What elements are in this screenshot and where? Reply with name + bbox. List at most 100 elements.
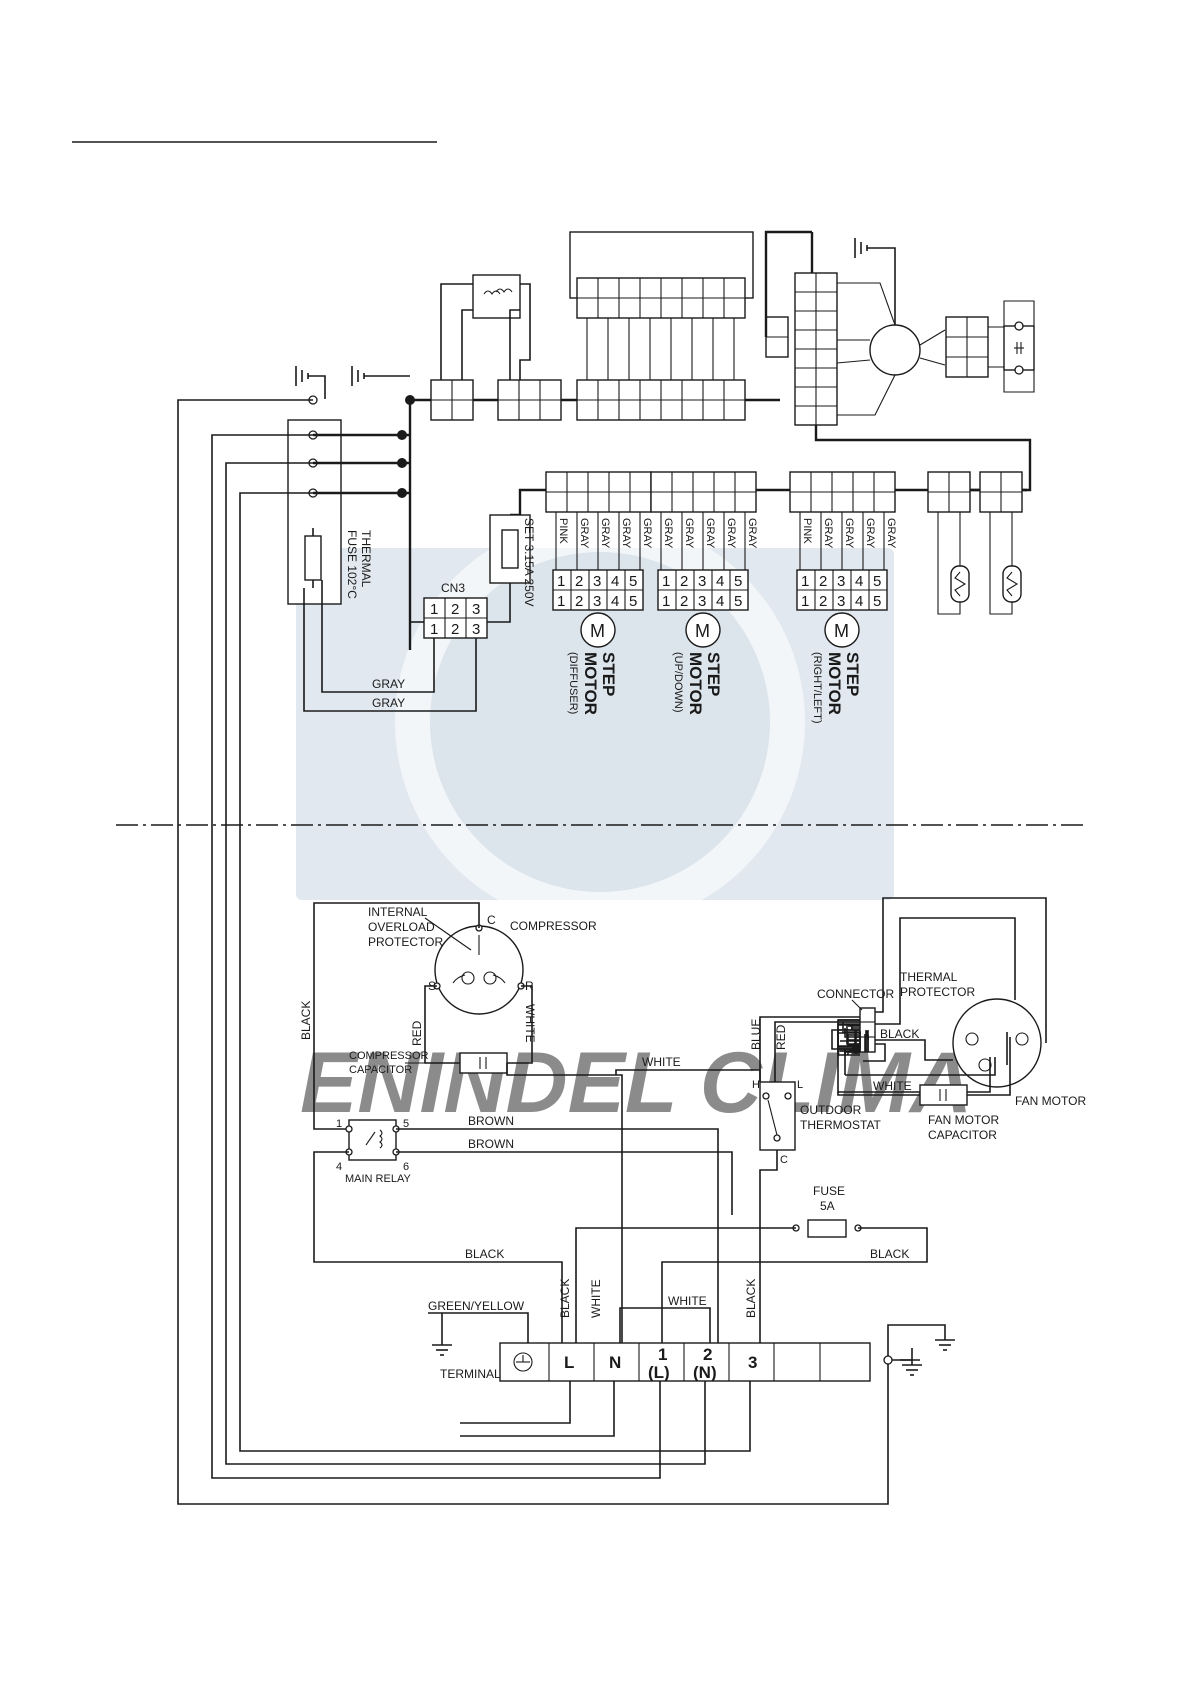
svg-text:3: 3 bbox=[748, 1353, 757, 1372]
gray-wire-label: GRAY bbox=[372, 677, 405, 691]
svg-text:5: 5 bbox=[873, 593, 881, 610]
svg-text:WHITE: WHITE bbox=[589, 1279, 603, 1318]
svg-text:(DIFFUSER): (DIFFUSER) bbox=[567, 652, 579, 714]
fan-motor-label: FAN MOTOR bbox=[1015, 1094, 1086, 1108]
svg-text:GRAY: GRAY bbox=[864, 518, 876, 549]
svg-text:1: 1 bbox=[658, 1345, 667, 1364]
ground-icon bbox=[351, 366, 410, 386]
step-motor-rightleft-connector: PINK GRAY GRAY GRAY GRAY 1 2 3 4 5 1 2 3… bbox=[789, 471, 897, 611]
svg-text:PINK: PINK bbox=[801, 518, 813, 544]
svg-text:CAPACITOR: CAPACITOR bbox=[349, 1064, 412, 1076]
connector-block bbox=[576, 379, 746, 421]
connector-block bbox=[430, 379, 474, 421]
svg-text:GRAY: GRAY bbox=[599, 518, 611, 549]
svg-text:2: 2 bbox=[451, 621, 459, 638]
svg-text:MOTOR: MOTOR bbox=[581, 652, 600, 715]
svg-text:2: 2 bbox=[819, 593, 827, 610]
svg-text:BLACK: BLACK bbox=[465, 1247, 504, 1261]
svg-text:GRAY: GRAY bbox=[746, 518, 758, 549]
outdoor-thermostat-label: OUTDOOR bbox=[800, 1103, 862, 1117]
step-motor-diffuser-connector: PINK GRAY GRAY GRAY GRAY 1 2 3 4 5 1 2 3… bbox=[545, 471, 653, 611]
svg-text:OVERLOAD: OVERLOAD bbox=[368, 920, 435, 934]
svg-text:1: 1 bbox=[430, 601, 438, 618]
thermal-fuse-label: THERMAL bbox=[359, 530, 373, 588]
terminal-label: TERMINAL bbox=[440, 1367, 501, 1381]
svg-text:GRAY: GRAY bbox=[843, 518, 855, 549]
transformer bbox=[472, 274, 521, 319]
svg-text:3: 3 bbox=[837, 593, 845, 610]
svg-text:GRAY: GRAY bbox=[725, 518, 737, 549]
svg-text:WHITE: WHITE bbox=[642, 1055, 681, 1069]
fan-motor-capacitor bbox=[919, 1084, 968, 1106]
svg-text:5: 5 bbox=[629, 573, 637, 590]
svg-text:WHITE: WHITE bbox=[873, 1079, 912, 1093]
svg-text:5: 5 bbox=[734, 593, 742, 610]
svg-text:(L): (L) bbox=[648, 1363, 670, 1382]
fuse-label: FUSE bbox=[813, 1184, 845, 1198]
step-motor-icon bbox=[580, 612, 616, 648]
svg-text:M: M bbox=[590, 621, 605, 641]
svg-text:THERMOSTAT: THERMOSTAT bbox=[800, 1118, 882, 1132]
indoor-unit: THERMAL FUSE 102°C bbox=[177, 230, 1035, 1505]
fan-connector-label: CONNECTOR bbox=[817, 987, 894, 1001]
svg-text:L: L bbox=[797, 1079, 803, 1091]
svg-text:MOTOR: MOTOR bbox=[825, 652, 844, 715]
svg-text:WHITE: WHITE bbox=[668, 1294, 707, 1308]
svg-text:GRAY: GRAY bbox=[822, 518, 834, 549]
svg-text:BLACK: BLACK bbox=[880, 1027, 919, 1041]
svg-text:5: 5 bbox=[734, 573, 742, 590]
svg-text:1: 1 bbox=[662, 573, 670, 590]
ground-icon bbox=[887, 1324, 955, 1356]
connector-block bbox=[497, 379, 562, 421]
svg-text:GRAY: GRAY bbox=[641, 518, 653, 549]
svg-text:3: 3 bbox=[698, 593, 706, 610]
svg-text:2: 2 bbox=[575, 573, 583, 590]
indoor-fan-motor bbox=[869, 324, 921, 376]
svg-text:4: 4 bbox=[855, 593, 863, 610]
step-motor-icon bbox=[824, 612, 860, 648]
main-relay-label: MAIN RELAY bbox=[345, 1173, 411, 1185]
thermal-fuse-rating: FUSE 102°C bbox=[345, 530, 359, 599]
svg-text:BLACK: BLACK bbox=[299, 1001, 313, 1040]
compressor-label: COMPRESSOR bbox=[510, 919, 597, 933]
svg-text:WHITE: WHITE bbox=[523, 1004, 537, 1043]
svg-text:3: 3 bbox=[837, 573, 845, 590]
ground-icon bbox=[295, 366, 326, 399]
svg-text:1: 1 bbox=[801, 573, 809, 590]
cn3-label: CN3 bbox=[441, 581, 465, 595]
main-relay bbox=[348, 1119, 397, 1161]
svg-text:H: H bbox=[752, 1079, 760, 1091]
svg-text:2: 2 bbox=[703, 1345, 712, 1364]
fan-motor-icon bbox=[952, 998, 1042, 1088]
svg-text:BROWN: BROWN bbox=[468, 1114, 514, 1128]
svg-text:(UP/DOWN): (UP/DOWN) bbox=[672, 652, 684, 713]
svg-text:MOTOR: MOTOR bbox=[686, 652, 705, 715]
svg-text:1: 1 bbox=[557, 573, 565, 590]
svg-text:BLACK: BLACK bbox=[870, 1247, 909, 1261]
svg-text:4: 4 bbox=[855, 573, 863, 590]
gray-wire-label: GRAY bbox=[372, 696, 405, 710]
svg-text:PROTECTOR: PROTECTOR bbox=[368, 935, 443, 949]
svg-text:3: 3 bbox=[698, 573, 706, 590]
compressor-capacitor bbox=[459, 1052, 508, 1074]
svg-text:GRAY: GRAY bbox=[683, 518, 695, 549]
svg-text:PROTECTOR: PROTECTOR bbox=[900, 985, 975, 999]
svg-text:2: 2 bbox=[575, 593, 583, 610]
thermal-fuse bbox=[304, 535, 322, 581]
svg-text:(N): (N) bbox=[693, 1363, 717, 1382]
fan-capacitor-label: FAN MOTOR bbox=[928, 1113, 999, 1127]
svg-text:BLACK: BLACK bbox=[558, 1279, 572, 1318]
step-motor-updown-connector: GRAY GRAY GRAY GRAY GRAY 1 2 3 4 5 1 2 3… bbox=[650, 471, 758, 611]
svg-text:5: 5 bbox=[403, 1118, 409, 1130]
ground-icon bbox=[513, 1352, 533, 1372]
svg-text:BLUE: BLUE bbox=[749, 1019, 763, 1050]
ground-icon bbox=[902, 1348, 922, 1376]
svg-text:L: L bbox=[564, 1353, 574, 1372]
svg-text:GRAY: GRAY bbox=[662, 518, 674, 549]
svg-text:3: 3 bbox=[472, 601, 480, 618]
pipe-temp-sensor bbox=[979, 471, 1023, 615]
svg-text:4: 4 bbox=[716, 593, 724, 610]
outdoor-terminal-block: L N 1 (L) 2 (N) 3 bbox=[499, 1342, 871, 1382]
svg-text:1: 1 bbox=[557, 593, 565, 610]
svg-text:1: 1 bbox=[662, 593, 670, 610]
